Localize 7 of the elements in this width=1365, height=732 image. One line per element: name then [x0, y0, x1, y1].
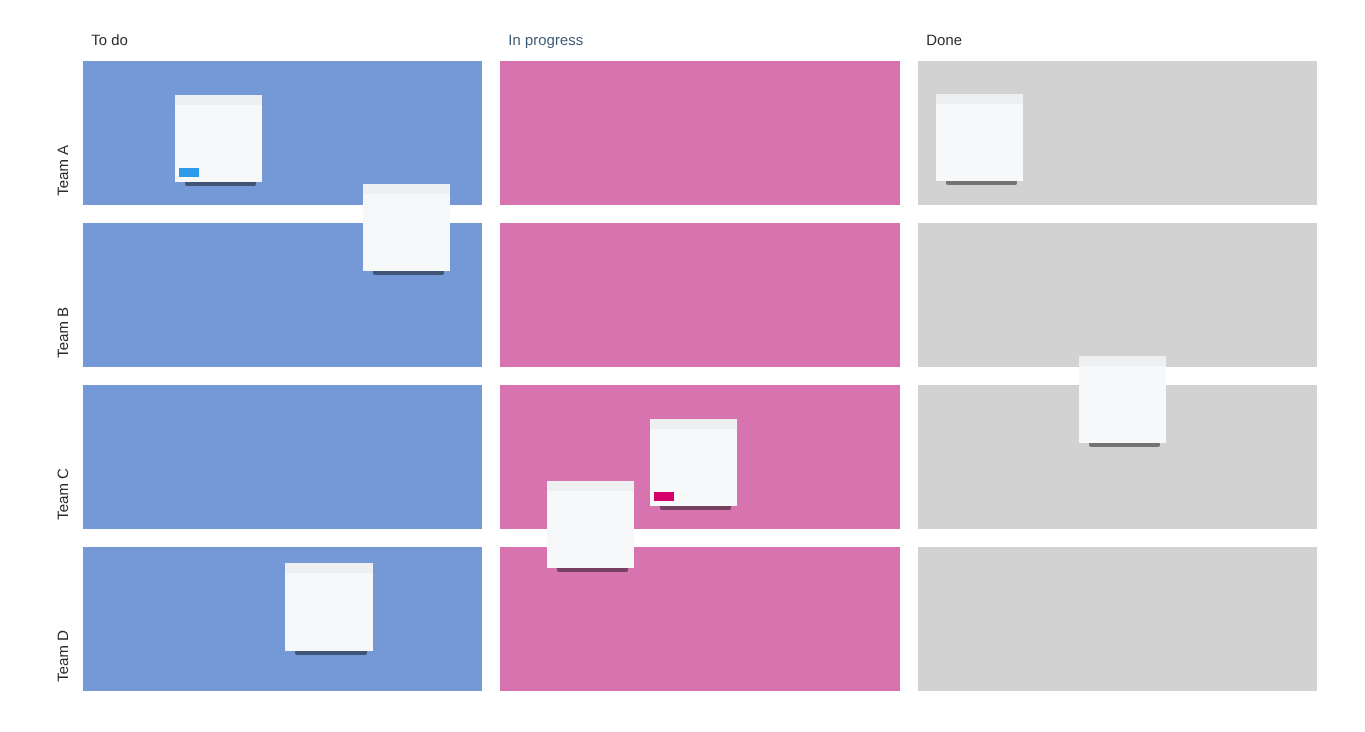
- row-label: Team D: [57, 630, 69, 682]
- row-label: Team A: [57, 145, 69, 196]
- column-heading: To do: [91, 34, 128, 46]
- row-label: Team B: [57, 307, 69, 358]
- row-label: Team C: [57, 468, 69, 520]
- column-heading: Done: [927, 34, 962, 46]
- column-heading: In progress: [509, 34, 583, 49]
